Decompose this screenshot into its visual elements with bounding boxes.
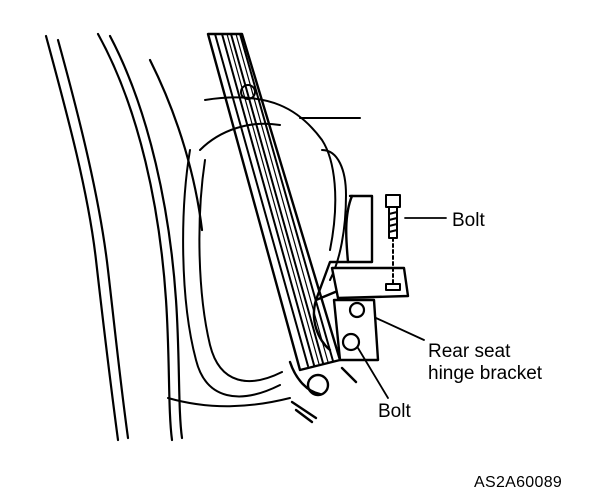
- bolt-top-part: [385, 194, 401, 291]
- bolt-top-label: Bolt: [452, 210, 485, 231]
- figure-reference-code: AS2A60089: [474, 474, 563, 491]
- hinge-bracket-label-line2: hinge bracket: [428, 363, 543, 384]
- body-frame-outline: [44, 32, 204, 442]
- hinge-bracket-label: Rear seat hinge bracket: [428, 341, 542, 385]
- hinge-bracket-label-line1: Rear seat: [428, 341, 511, 362]
- bolt-bottom-label: Bolt: [378, 401, 411, 422]
- leader-bracket: [375, 317, 425, 341]
- hinge-bracket-body: [288, 194, 410, 424]
- seat-belt-strip: [206, 32, 342, 372]
- leader-bolt-bottom: [357, 347, 389, 399]
- inner-panel-outline: [167, 96, 361, 408]
